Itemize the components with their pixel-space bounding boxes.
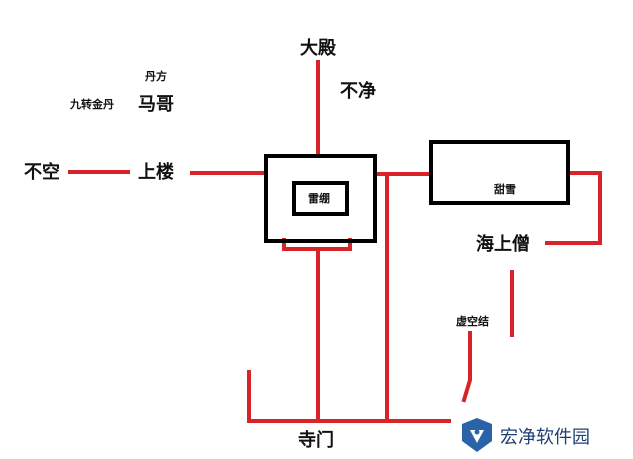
label-leibeng: 雷绷 <box>308 191 330 205</box>
route-simen-base <box>247 370 451 423</box>
label-bukong: 不空 <box>24 161 60 183</box>
shield-logo-icon <box>462 418 492 452</box>
room-box-tianxue <box>429 140 570 205</box>
room-outer-box <box>264 154 377 243</box>
node-labels: 大殿 不净 丹方 九转金丹 马哥 不空 上楼 雷绷 甜雪 海上僧 虚空结 寺门 <box>24 37 530 451</box>
label-danfang: 丹方 <box>145 69 167 83</box>
label-jiuzhuan: 九转金丹 <box>69 97 114 111</box>
label-haishangseng: 海上僧 <box>476 233 530 255</box>
room-inner-box-leibeng <box>292 181 349 216</box>
label-shanglou: 上楼 <box>138 161 174 183</box>
label-mage: 马哥 <box>138 94 174 115</box>
watermark: 宏净软件园 <box>462 418 590 452</box>
label-tianxue: 甜雪 <box>494 182 516 196</box>
label-bujing: 不净 <box>340 80 376 102</box>
route-xukongjie-down <box>461 331 472 403</box>
route-tianxue-to-haishangseng <box>545 171 602 245</box>
watermark-text: 宏净软件园 <box>500 427 590 448</box>
route-lines <box>68 60 602 423</box>
room-boxes <box>264 140 570 243</box>
label-simen: 寺门 <box>298 429 334 451</box>
label-xukongjie: 虚空结 <box>456 314 489 328</box>
label-dadian: 大殿 <box>300 37 337 59</box>
